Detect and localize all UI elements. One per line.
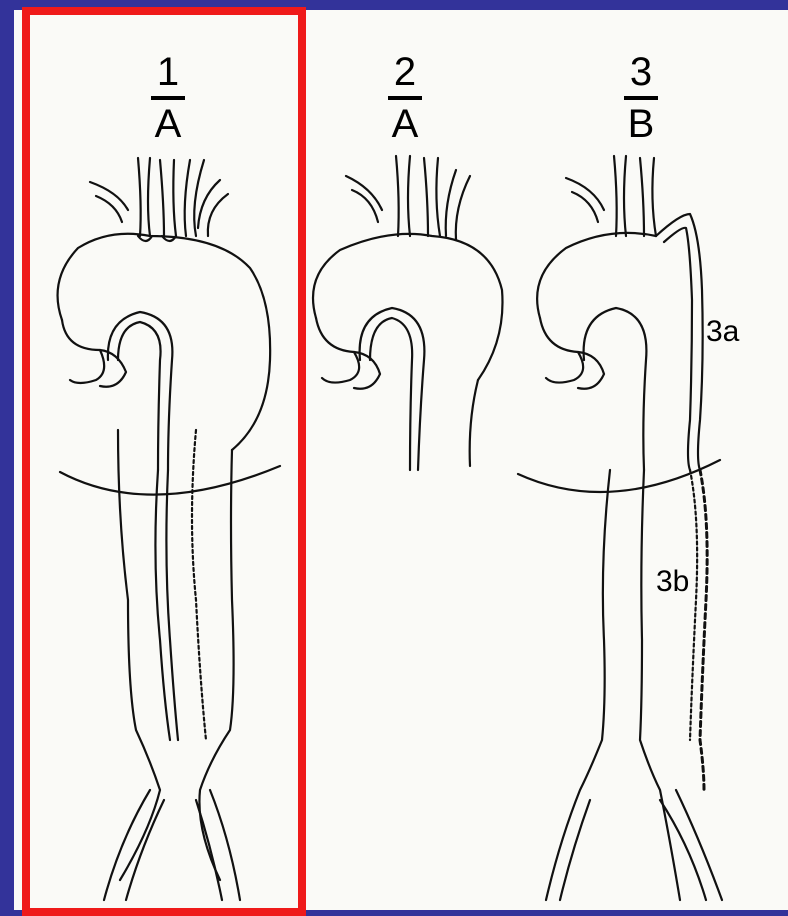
aorta-diagram-3 bbox=[518, 156, 722, 900]
segment-3a-label: 3a bbox=[704, 316, 741, 348]
diagram-3-label: 3 B bbox=[621, 52, 661, 144]
fraction-bar bbox=[624, 96, 658, 100]
diagram-2-denominator: A bbox=[385, 104, 425, 144]
diagram-2-label: 2 A bbox=[385, 52, 425, 144]
fraction-bar bbox=[388, 96, 422, 100]
diagram-3-denominator: B bbox=[621, 104, 661, 144]
highlight-box bbox=[22, 7, 306, 916]
diagram-2-numerator: 2 bbox=[385, 52, 425, 92]
segment-3b-label: 3b bbox=[654, 566, 691, 598]
diagram-3-numerator: 3 bbox=[621, 52, 661, 92]
aorta-diagram-2 bbox=[313, 156, 503, 470]
